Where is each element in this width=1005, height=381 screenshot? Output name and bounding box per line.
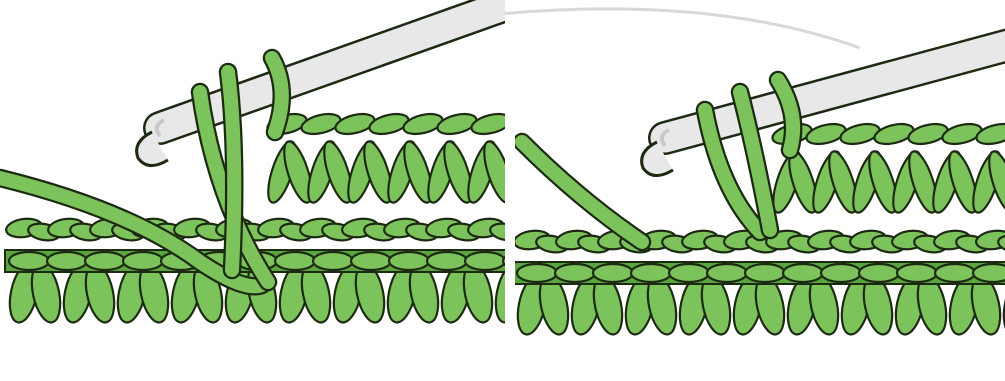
fabric-rows [5,217,551,325]
chain-loop [859,264,899,282]
chain-loop [427,252,467,270]
loop-strand [228,72,234,270]
chain-loop [631,264,671,282]
chain-loop [745,264,785,282]
chain-loop [9,252,49,270]
top-chain-loop [974,120,1005,147]
chain-loop [123,252,163,270]
chain-loop [783,264,823,282]
chain-loop [935,264,975,282]
working-yarn [522,142,642,242]
chain-loop [973,264,1005,282]
fabric-rows [513,229,1005,337]
step-2-panel [513,42,1005,337]
chain-loop [47,252,87,270]
chain-loop [897,264,937,282]
new-stitch-row [768,120,1005,215]
chain-loop [821,264,861,282]
connector-arc [460,9,860,48]
new-stitch-row [263,110,518,205]
chain-loop [351,252,391,270]
chain-loop [555,264,595,282]
chain-loop [85,252,125,270]
chain-loop [707,264,747,282]
yarn-tail [522,142,642,242]
hook-shaft [160,0,520,128]
chain-loop [313,252,353,270]
chain-loop [669,264,709,282]
chain-loop [593,264,633,282]
chain-loop [275,252,315,270]
top-chain-loop [469,110,512,137]
step-1-panel [0,0,551,325]
chain-loop [517,264,557,282]
chain-loop [465,252,505,270]
chain-loop [389,252,429,270]
